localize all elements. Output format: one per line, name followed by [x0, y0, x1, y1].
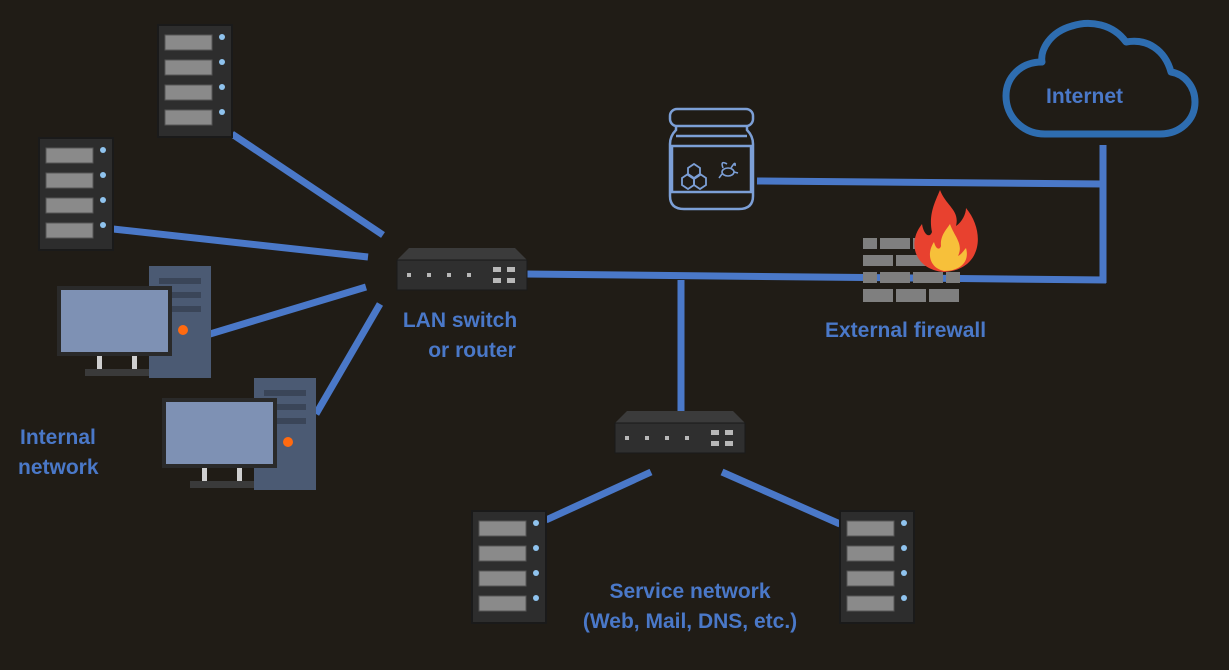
link-server1-switch [230, 131, 385, 238]
link-workstation2-switch [312, 302, 384, 416]
link-workstation1-switch [208, 283, 368, 338]
internal-network-label: Internal network [18, 423, 99, 483]
internal-network-label-line1: Internal [20, 426, 96, 449]
link-switch-firewall [524, 270, 1107, 284]
lan-switch-label: LAN switch or router [390, 306, 530, 366]
lan-switch-icon [396, 247, 528, 291]
internal-server-middle [38, 137, 114, 251]
service-network-label: Service network (Web, Mail, DNS, etc.) [565, 577, 815, 637]
workstation-lower [162, 378, 316, 490]
workstation-upper [57, 266, 211, 378]
cloud-icon [1002, 19, 1199, 138]
service-switch-icon [614, 410, 746, 454]
internal-server-top [157, 24, 233, 138]
service-network-label-line2: (Web, Mail, DNS, etc.) [582, 610, 798, 633]
link-service-server-left [544, 468, 653, 524]
lan-switch-label-line2: or router [428, 339, 516, 362]
link-honeypot [756, 177, 1105, 188]
lan-switch-label-line1: LAN switch [402, 309, 518, 332]
link-service-server-right [720, 468, 842, 528]
external-firewall-label: External firewall [825, 319, 987, 342]
link-server2-switch [112, 225, 369, 261]
service-server-left [471, 510, 547, 624]
connection-lines [112, 131, 1107, 528]
service-server-right [839, 510, 915, 624]
internet-label: Internet [1046, 85, 1124, 108]
brick-wall-fire-icon [863, 190, 978, 302]
service-network-label-line1: Service network [609, 580, 771, 603]
internal-network-label-line2: network [18, 456, 99, 479]
honey-jar-icon [668, 107, 755, 211]
